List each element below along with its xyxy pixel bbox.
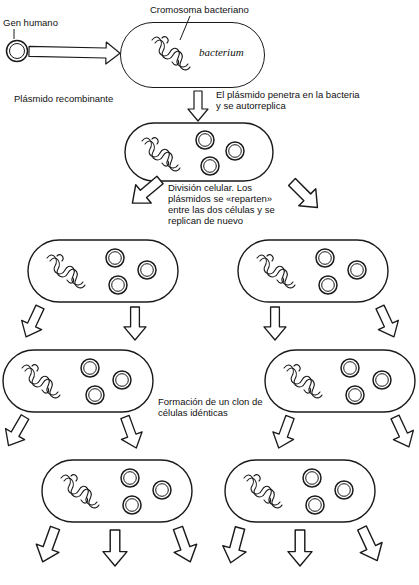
bacterial-chromosome bbox=[152, 37, 190, 70]
process-arrow bbox=[264, 307, 286, 340]
bacterial-cell bbox=[3, 350, 153, 412]
plasmid bbox=[106, 249, 124, 267]
cell-outline bbox=[42, 460, 192, 522]
plasmid bbox=[319, 276, 337, 294]
bacterial-chromosome bbox=[61, 475, 99, 508]
bacterium-cell: bacterium bbox=[120, 22, 265, 88]
plasmid bbox=[123, 496, 141, 514]
plasmid bbox=[373, 371, 391, 389]
plasmid bbox=[196, 131, 214, 149]
plasmid bbox=[306, 496, 324, 514]
plasmid bbox=[138, 261, 156, 279]
process-arrow bbox=[16, 302, 50, 341]
cell-label: bacterium bbox=[199, 47, 244, 58]
plasmid bbox=[346, 386, 364, 404]
bacterial-chromosome bbox=[22, 365, 60, 398]
bacterial-chromosome bbox=[47, 255, 85, 288]
step-note: División celular. Los plásmidos se «repa… bbox=[168, 182, 278, 226]
step-note: Formación de un clon de células idéntica… bbox=[158, 396, 263, 418]
step-note: El plásmido penetra en la bacteria y se … bbox=[216, 89, 366, 111]
cell-outline bbox=[3, 350, 153, 412]
process-arrow bbox=[31, 524, 66, 566]
process-arrow bbox=[284, 174, 326, 216]
plasmid-ring bbox=[5, 39, 29, 63]
process-arrow bbox=[370, 302, 404, 341]
bacterial-cell bbox=[265, 350, 415, 412]
process-arrow bbox=[167, 524, 202, 566]
plasmid bbox=[201, 157, 219, 175]
plasmid bbox=[81, 359, 99, 377]
process-arrow bbox=[188, 91, 208, 121]
bacterial-chromosome bbox=[257, 255, 295, 288]
bacterial-cell bbox=[238, 240, 388, 302]
plasmid bbox=[109, 276, 127, 294]
cell-outline bbox=[125, 123, 273, 181]
leader-line bbox=[180, 16, 190, 40]
cell-outline bbox=[28, 240, 178, 302]
callout-label: Cromosoma bacteriano bbox=[150, 4, 280, 15]
plasmid bbox=[226, 142, 244, 160]
plasmid bbox=[86, 386, 104, 404]
plasmid bbox=[153, 481, 171, 499]
cell-outline bbox=[265, 350, 415, 412]
plasmid bbox=[348, 261, 366, 279]
plasmid-label: Plásmido recombinante bbox=[14, 93, 113, 104]
bacterial-chromosome bbox=[142, 138, 180, 171]
bacterial-chromosome bbox=[244, 475, 282, 508]
transfer-arrow bbox=[29, 42, 120, 64]
process-arrow bbox=[125, 171, 168, 213]
cell-outline bbox=[225, 460, 375, 522]
plasmid bbox=[121, 469, 139, 487]
process-arrow bbox=[219, 525, 251, 566]
bacterial-chromosome bbox=[284, 365, 322, 398]
process-arrow bbox=[351, 523, 388, 566]
bacterial-cell bbox=[225, 460, 375, 522]
process-arrow bbox=[0, 412, 35, 452]
plasmid bbox=[113, 371, 131, 389]
process-arrow bbox=[268, 413, 300, 452]
recombinant-plasmid: Plásmido recombinante bbox=[5, 39, 29, 63]
process-arrow bbox=[103, 530, 127, 566]
bacterial-cell bbox=[28, 240, 178, 302]
callout-label: Gen humano bbox=[3, 17, 93, 28]
plasmid-outer bbox=[7, 41, 28, 62]
arrow-shape bbox=[29, 42, 120, 64]
bacterial-cell bbox=[42, 460, 192, 522]
process-arrow bbox=[115, 413, 147, 452]
leader-line bbox=[14, 29, 15, 39]
process-arrow bbox=[124, 307, 146, 340]
process-arrow bbox=[288, 530, 312, 566]
plasmid-inner bbox=[10, 44, 25, 59]
bacterial-cell bbox=[125, 123, 273, 181]
plasmid bbox=[341, 359, 359, 377]
plasmid bbox=[316, 249, 334, 267]
plasmid bbox=[303, 469, 321, 487]
plasmid bbox=[335, 481, 353, 499]
process-arrow bbox=[385, 412, 419, 451]
cell-outline bbox=[238, 240, 388, 302]
